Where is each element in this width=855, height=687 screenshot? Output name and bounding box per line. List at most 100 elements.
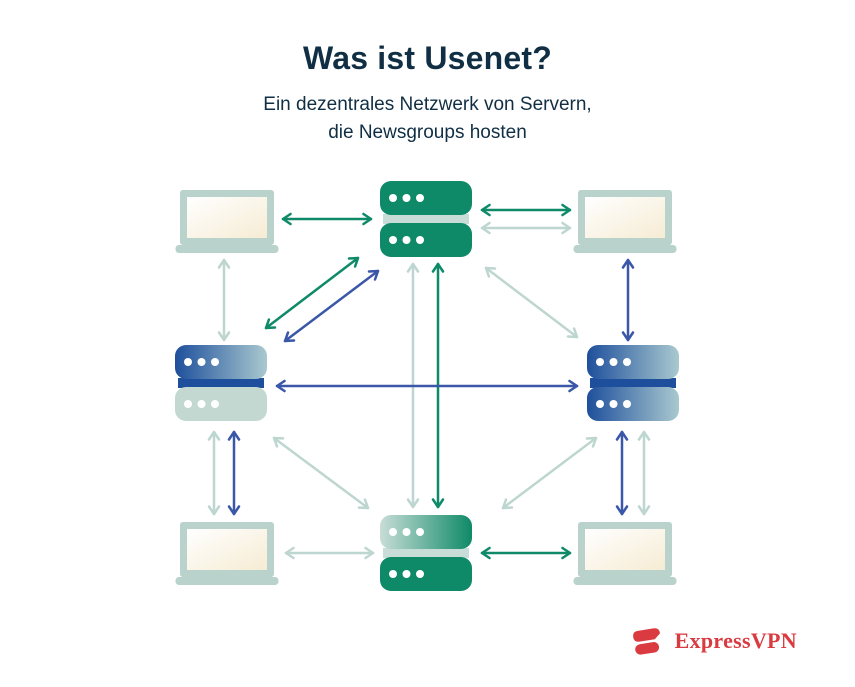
arrowhead bbox=[621, 331, 635, 342]
laptop-screen bbox=[187, 197, 267, 238]
arrowhead bbox=[431, 498, 445, 509]
server-led-dot bbox=[416, 528, 424, 536]
arrow-line bbox=[283, 269, 380, 343]
laptop-base bbox=[175, 245, 279, 253]
server-led-dot bbox=[623, 358, 631, 366]
arrowhead bbox=[406, 262, 420, 273]
arrow-server-bottom-to-laptop-bottom-right bbox=[480, 546, 572, 560]
server-led-dot bbox=[389, 528, 397, 536]
arrow-server-bottom-to-server-left bbox=[272, 436, 370, 510]
arrow-line bbox=[264, 256, 360, 330]
arrowhead bbox=[207, 505, 221, 516]
arrowhead bbox=[637, 505, 651, 516]
arrowhead bbox=[561, 546, 572, 560]
arrowhead bbox=[357, 498, 370, 510]
server-led-dot bbox=[596, 358, 604, 366]
arrow-server-left-to-server-top bbox=[283, 269, 380, 343]
laptop-top-right-icon bbox=[573, 190, 677, 253]
arrowhead bbox=[615, 430, 629, 441]
arrow-server-right-to-laptop-bottom-right bbox=[637, 430, 651, 516]
arrowhead bbox=[275, 379, 286, 393]
server-led-dot bbox=[609, 358, 618, 366]
arrow-server-left-to-server-top bbox=[264, 256, 360, 330]
server-unit-top bbox=[587, 345, 679, 379]
server-unit-top bbox=[380, 515, 472, 549]
arrowhead bbox=[284, 546, 295, 560]
arrowhead bbox=[480, 221, 491, 235]
arrowhead bbox=[431, 262, 445, 273]
subtitle-line-2: die Newsgroups hosten bbox=[328, 121, 527, 143]
expressvpn-logo-icon bbox=[632, 628, 660, 655]
server-led-dot bbox=[211, 400, 219, 408]
arrow-laptop-top-right-to-server-right bbox=[621, 258, 635, 342]
subtitle-line-1: Ein dezentrales Netzwerk von Servern, bbox=[263, 94, 592, 115]
arrowhead bbox=[406, 498, 420, 509]
server-led-dot bbox=[623, 400, 631, 408]
laptop-screen bbox=[187, 529, 267, 570]
arrow-server-left-to-laptop-bottom-left bbox=[227, 430, 241, 516]
server-unit-bottom bbox=[587, 387, 679, 421]
server-unit-bottom bbox=[380, 557, 472, 591]
server-led-dot bbox=[197, 358, 206, 366]
arrow-laptop-top-left-to-server-left bbox=[217, 258, 231, 342]
arrowhead bbox=[484, 266, 497, 278]
arrowhead bbox=[283, 331, 296, 343]
server-band bbox=[590, 378, 676, 388]
laptop-bottom-left-icon bbox=[175, 522, 279, 585]
arrowhead bbox=[480, 546, 491, 560]
arrowhead bbox=[362, 212, 373, 226]
arrow-server-right-to-laptop-bottom-right bbox=[615, 430, 629, 516]
server-band bbox=[383, 214, 469, 224]
server-led-dot bbox=[416, 570, 424, 578]
laptop-bottom-right-icon bbox=[573, 522, 677, 585]
laptop-screen bbox=[585, 529, 665, 570]
arrow-server-top-to-laptop-top-right bbox=[480, 221, 572, 235]
server-unit-top bbox=[175, 345, 267, 379]
arrow-line bbox=[501, 436, 598, 510]
arrow-server-left-to-laptop-bottom-left bbox=[207, 430, 221, 516]
laptop-top-left-icon bbox=[175, 190, 279, 253]
arrowhead bbox=[347, 256, 360, 268]
page-title: Was ist Usenet? bbox=[303, 40, 552, 76]
arrowhead bbox=[364, 546, 375, 560]
server-led-dot bbox=[402, 236, 411, 244]
header: Was ist Usenet? Ein dezentrales Netzwerk… bbox=[0, 0, 855, 146]
server-led-dot bbox=[184, 358, 192, 366]
expressvpn-logo-text: ExpressVPN bbox=[674, 628, 797, 653]
arrowhead bbox=[264, 318, 277, 330]
arrowhead bbox=[615, 505, 629, 516]
server-left-icon bbox=[175, 345, 267, 421]
arrowhead bbox=[480, 203, 491, 217]
arrow-laptop-bottom-left-to-server-bottom bbox=[284, 546, 375, 560]
arrowhead bbox=[227, 505, 241, 516]
server-led-dot bbox=[402, 528, 411, 536]
server-unit-bottom bbox=[380, 223, 472, 257]
server-band bbox=[178, 378, 264, 388]
arrowhead bbox=[281, 212, 292, 226]
arrowhead bbox=[272, 436, 285, 448]
server-led-dot bbox=[402, 570, 411, 578]
server-bottom-icon bbox=[380, 515, 472, 591]
arrowhead bbox=[621, 258, 635, 269]
arrow-server-top-to-server-right bbox=[484, 266, 579, 339]
arrow-laptop-top-left-to-server-top bbox=[281, 212, 373, 226]
laptop-base bbox=[573, 577, 677, 585]
arrowhead bbox=[367, 269, 380, 281]
arrowhead bbox=[217, 331, 231, 342]
server-led-dot bbox=[416, 236, 424, 244]
server-right-icon bbox=[587, 345, 679, 421]
server-led-dot bbox=[596, 400, 604, 408]
arrowhead bbox=[561, 221, 572, 235]
server-band bbox=[383, 548, 469, 558]
server-unit-top bbox=[380, 181, 472, 215]
arrow-line bbox=[484, 266, 579, 339]
arrowhead bbox=[207, 430, 221, 441]
arrowhead bbox=[566, 327, 579, 339]
laptop-screen bbox=[585, 197, 665, 238]
arrowhead bbox=[561, 203, 572, 217]
node-layer bbox=[175, 181, 679, 591]
arrowhead bbox=[637, 430, 651, 441]
subtitle: Ein dezentrales Netzwerk von Servern, di… bbox=[0, 91, 855, 146]
